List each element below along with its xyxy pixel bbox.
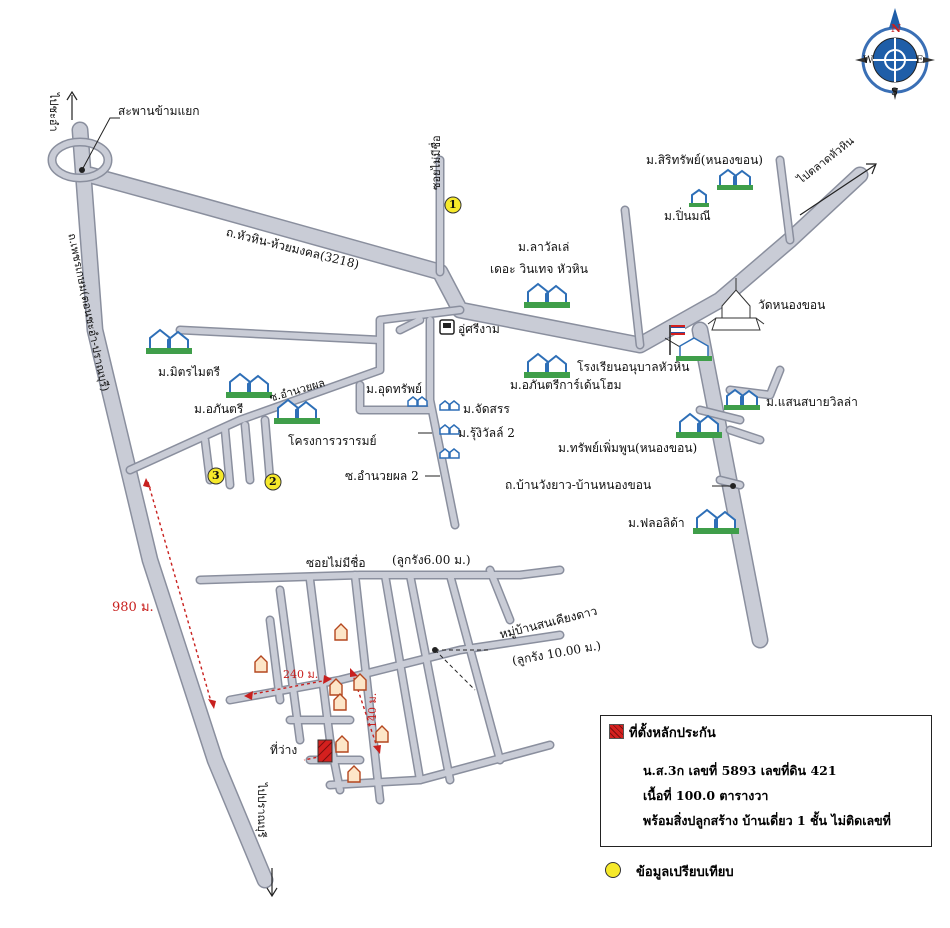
label-mu-lavalle: ม.ลาวัลเล่	[518, 240, 570, 254]
label-mu-floridas: ม.ฟลอลิด้า	[628, 516, 685, 530]
label-wat-nong-khon: วัดหนองขอน	[758, 298, 826, 312]
label-sapan-kham-yaek: สะพานข้ามแยก	[118, 104, 200, 118]
legend-box: ที่ตั้งหลักประกัน น.ส.3ก เลขที่ 5893 เลข…	[600, 715, 932, 847]
label-vacant-land: ที่ว่าง	[270, 743, 298, 757]
distance-980: 980 ม.	[112, 600, 154, 615]
legend-comparable-label: ข้อมูลเปรียบเทียบ	[636, 865, 734, 880]
compass-e: E	[916, 55, 924, 66]
huahin-huaimongkol-road	[83, 168, 867, 352]
label-mu-jatsan: ม.จัดสรร	[463, 402, 510, 416]
label-mu-aphanthri: ม.อภันตรี	[194, 402, 244, 416]
comparable-2-label: 2	[269, 475, 277, 488]
label-the-vintage: เดอะ วินเทจ หัวหิน	[490, 262, 588, 276]
collateral-plot	[317, 739, 333, 763]
label-soi-width-6: (ลูกรัง6.00 ม.)	[392, 553, 471, 567]
label-mu-pinmani: ม.ปิ่นมณี	[664, 209, 711, 223]
label-u-si-ngam: อู่ศรีงาม	[458, 322, 500, 336]
label-school: โรงเรียนอนุบาลหัวหิน	[577, 360, 690, 374]
legend-collateral-title: ที่ตั้งหลักประกัน	[629, 726, 716, 741]
village-icons	[146, 168, 760, 534]
direction-arrows	[66, 90, 877, 898]
bus-icon	[439, 319, 455, 335]
compass-s: S	[891, 87, 898, 98]
label-rong-kan-woraphay: โครงการวรารมย์	[288, 434, 377, 448]
phetkasem-road	[73, 123, 272, 887]
distance-140: 140 ม.	[366, 692, 379, 728]
school-icon	[669, 325, 712, 361]
legend-line-2: เนื้อที่ 100.0 ตารางวา	[643, 788, 769, 803]
label-mu-mitr-maitri: ม.มิตรไมตรี	[158, 365, 221, 379]
compass-w: W	[863, 55, 874, 66]
label-mu-udomsap: ม.อุดทรัพย์	[366, 382, 423, 396]
label-soi-amnuaiphon-2: ซ.อำนวยผล 2	[345, 469, 419, 483]
label-mu-sappoempoon: ม.ทรัพย์เพิ่มพูน(หนองขอน)	[558, 441, 698, 455]
label-mu-saensabai: ม.แสนสบายวิลล่า	[766, 395, 858, 409]
label-ban-wang-yao-road: ถ.บ้านวังยาว-บ้านหนองขอน	[505, 478, 652, 492]
label-mu-rusitrat-2: ม.รุ้งิวัลล์ 2	[458, 426, 515, 440]
comparable-markers	[207, 196, 462, 491]
label-to-cha-am: ไปชะอำ	[47, 93, 60, 132]
legend-line-1: น.ส.3ก เลขที่ 5893 เลขที่ดิน 421	[643, 763, 837, 778]
comparable-3-label: 3	[212, 469, 220, 482]
label-mu-sirisap: ม.สิริทรัพย์(หนองขอน)	[646, 153, 763, 167]
label-soi-no-name-bottom: ซอยไม่มีชื่อ	[306, 556, 366, 570]
legend-line-3: พร้อมสิ่งปลูกสร้าง บ้านเดี่ยว 1 ชั้น ไม่…	[643, 813, 891, 828]
compass-n: N	[891, 22, 902, 35]
house-icons	[254, 623, 389, 783]
comparable-1-label: 1	[449, 198, 457, 211]
temple-icon	[707, 278, 765, 331]
label-soi-no-name-top: ซอยไม่มีชื่อ	[430, 135, 443, 190]
compass-rose	[855, 8, 935, 100]
distance-240: 240 ม.	[283, 668, 319, 681]
label-to-pranburi: ไปปราณบุรี	[255, 783, 268, 838]
comparable-legend-dot	[605, 862, 621, 878]
collateral-swatch	[609, 724, 624, 739]
label-mu-aphanthri-garden: ม.อภันตรีการ์เด้นโฮม	[510, 378, 622, 392]
